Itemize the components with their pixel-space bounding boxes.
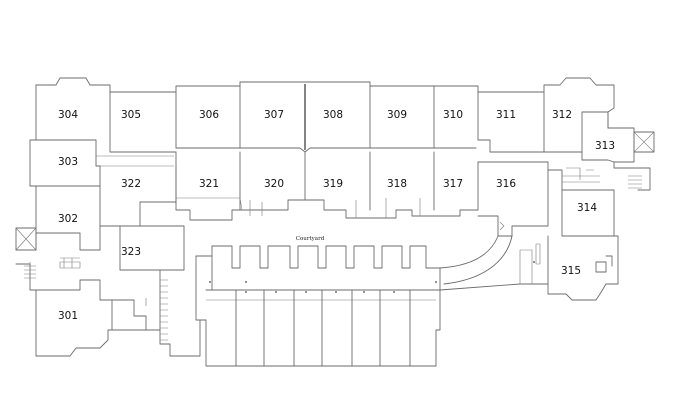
room-303-label: 303 bbox=[58, 156, 78, 168]
room-314-label: 314 bbox=[577, 202, 597, 214]
room-306-label: 306 bbox=[199, 109, 219, 121]
room-319-label: 319 bbox=[323, 178, 343, 190]
room-312-label: 312 bbox=[552, 109, 572, 121]
room-320-label: 320 bbox=[264, 178, 284, 190]
courtyard-units bbox=[195, 235, 541, 367]
room-323-label: 323 bbox=[121, 246, 141, 258]
room-313-label: 313 bbox=[595, 140, 615, 152]
courtyard-label: Courtyard bbox=[296, 236, 325, 242]
room-307-label: 307 bbox=[264, 109, 284, 121]
room-302-label: 302 bbox=[58, 213, 78, 225]
room-labels: 301 302 303 304 305 306 307 308 309 310 … bbox=[58, 109, 615, 322]
stairs bbox=[24, 131, 655, 341]
room-317-label: 317 bbox=[443, 178, 463, 190]
room-321-label: 321 bbox=[199, 178, 219, 190]
room-315-label: 315 bbox=[561, 265, 581, 277]
markers bbox=[209, 221, 535, 293]
room-walls bbox=[29, 84, 615, 331]
room-310-label: 310 bbox=[443, 109, 463, 121]
room-316-label: 316 bbox=[496, 178, 516, 190]
room-322-label: 322 bbox=[121, 178, 141, 190]
building-outline bbox=[15, 77, 651, 367]
room-309-label: 309 bbox=[387, 109, 407, 121]
room-311-label: 311 bbox=[496, 109, 516, 121]
room-301-label: 301 bbox=[58, 310, 78, 322]
room-308-label: 308 bbox=[323, 109, 343, 121]
room-304-label: 304 bbox=[58, 109, 78, 121]
room-305-label: 305 bbox=[121, 109, 141, 121]
room-318-label: 318 bbox=[387, 178, 407, 190]
